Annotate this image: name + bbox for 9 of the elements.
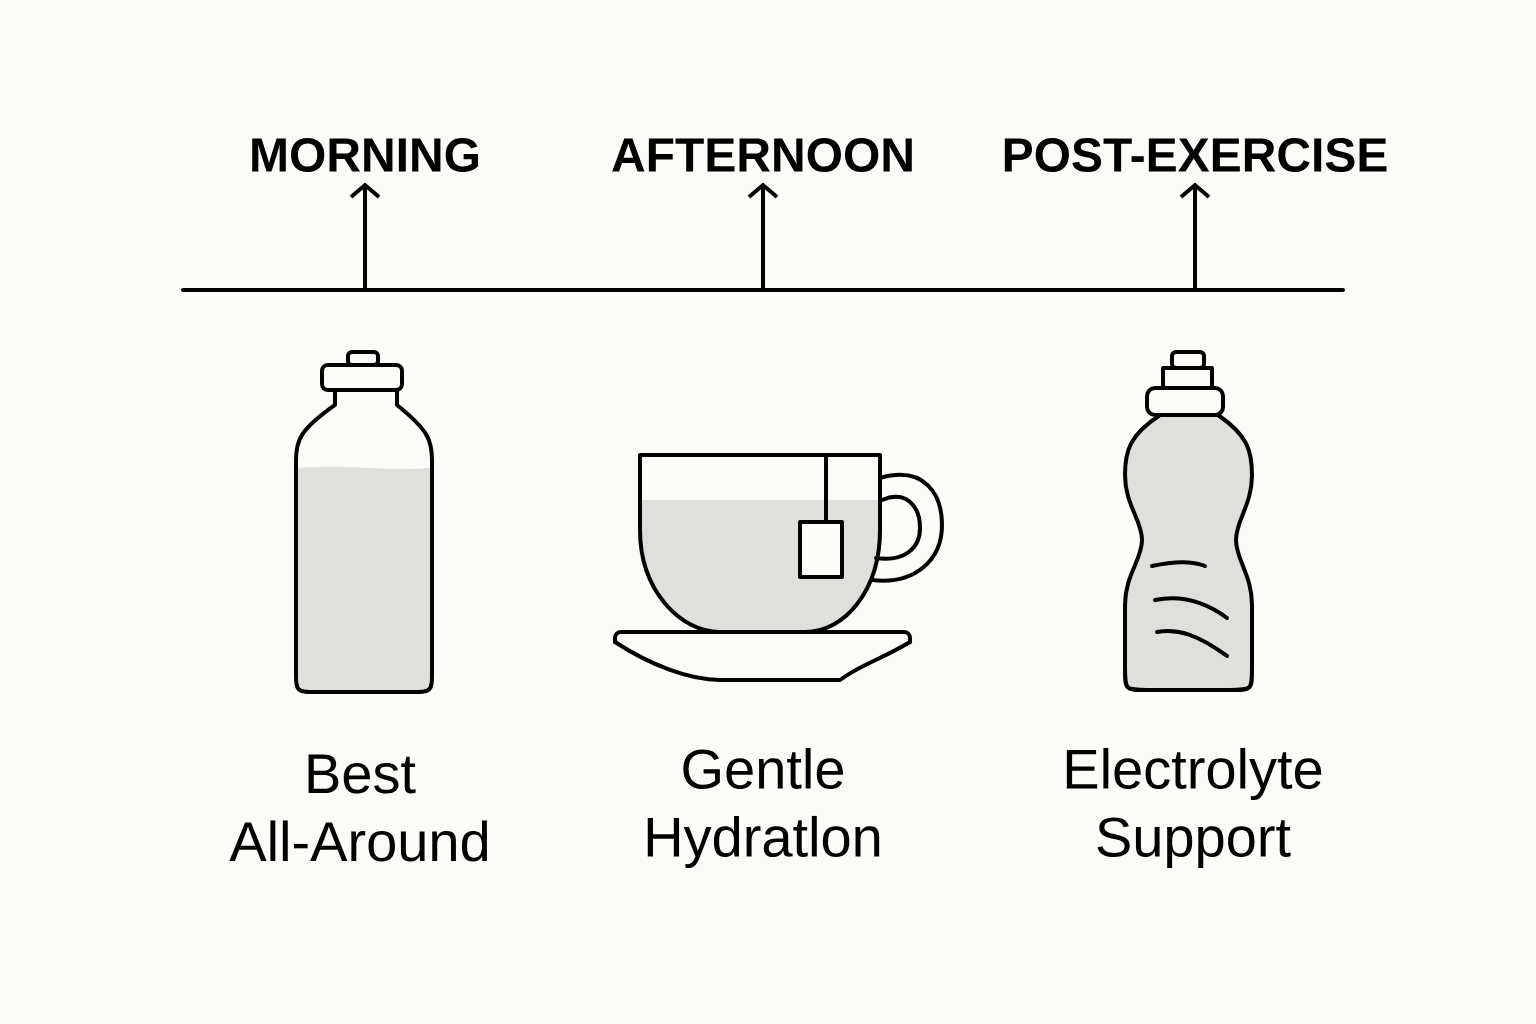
caption-text: Best All-Around [229, 754, 488, 862]
caption-text: Electrolyte Support [1066, 747, 1322, 869]
time-label: MORNING [252, 138, 478, 172]
sports-bottle-drawing [1123, 350, 1254, 692]
time-label: POST-EXERCISE [1004, 138, 1387, 172]
teacup-drawing [613, 453, 944, 682]
time-label: AFTERNOON [612, 138, 912, 172]
bottle-drawing [294, 350, 434, 694]
caption-text: Gentle Hydratlon [647, 747, 880, 869]
